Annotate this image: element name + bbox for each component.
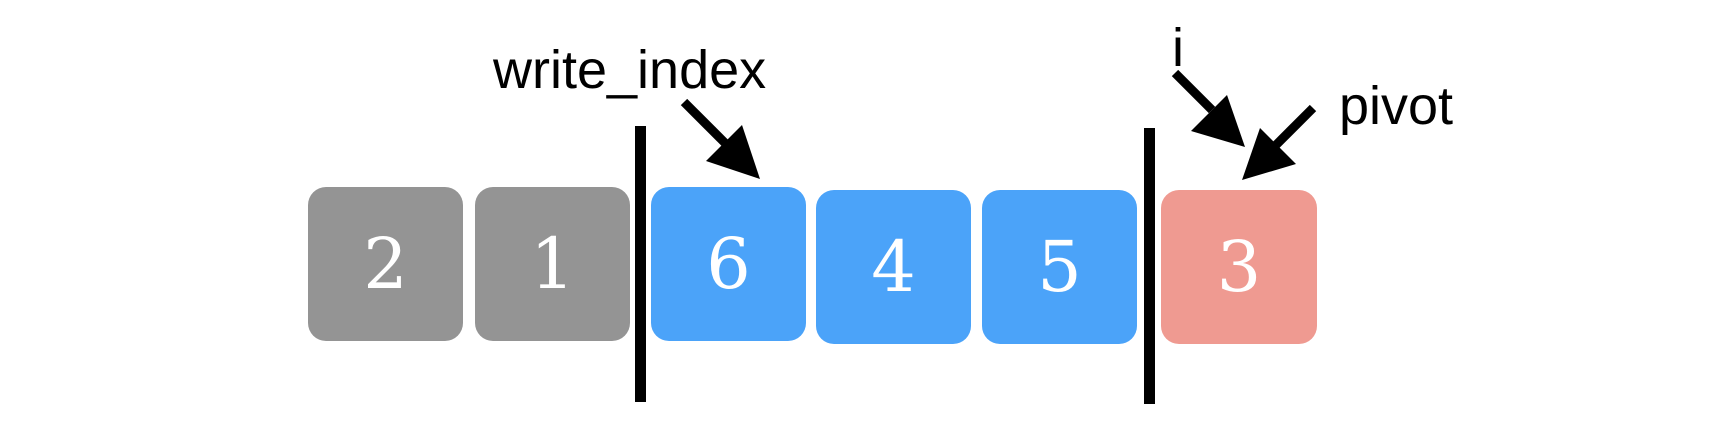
write-index-arrow [680, 98, 760, 179]
cell-value-1: 1 [530, 223, 575, 305]
pivot-label: pivot [1339, 76, 1453, 136]
array-cell: 5 [982, 190, 1137, 344]
array-cell: 6 [651, 187, 806, 341]
write-index-arrow-head [706, 125, 760, 179]
pivot-arrow-head [1242, 128, 1296, 180]
cell-box-5 [1161, 190, 1317, 344]
cell-box-0 [308, 187, 463, 341]
cell-value-2: 6 [706, 223, 751, 305]
array-cell: 4 [816, 190, 971, 344]
i-label: i [1172, 18, 1184, 78]
cell-box-1 [475, 187, 630, 341]
partition-divider-right [1144, 128, 1155, 404]
cell-value-0: 2 [363, 223, 408, 305]
array-cell: 2 [308, 187, 463, 341]
pivot-arrow-shaft [1272, 104, 1317, 149]
cell-box-2 [651, 187, 806, 341]
cell-box-4 [982, 190, 1137, 344]
i-arrow-shaft [1171, 69, 1216, 114]
pivot-cell: 3 [1161, 190, 1317, 344]
partition-divider-left [635, 126, 646, 402]
cell-box-3 [816, 190, 971, 344]
write-index-arrow-shaft [680, 98, 731, 149]
pivot-arrow [1242, 104, 1317, 180]
i-arrow [1171, 69, 1245, 147]
i-arrow-head [1191, 95, 1245, 147]
cell-value-4: 5 [1037, 226, 1082, 308]
write-index-label: write_index [492, 40, 766, 100]
cell-value-5: 3 [1217, 226, 1262, 308]
cell-value-3: 4 [871, 226, 916, 308]
array-cell: 1 [475, 187, 630, 341]
